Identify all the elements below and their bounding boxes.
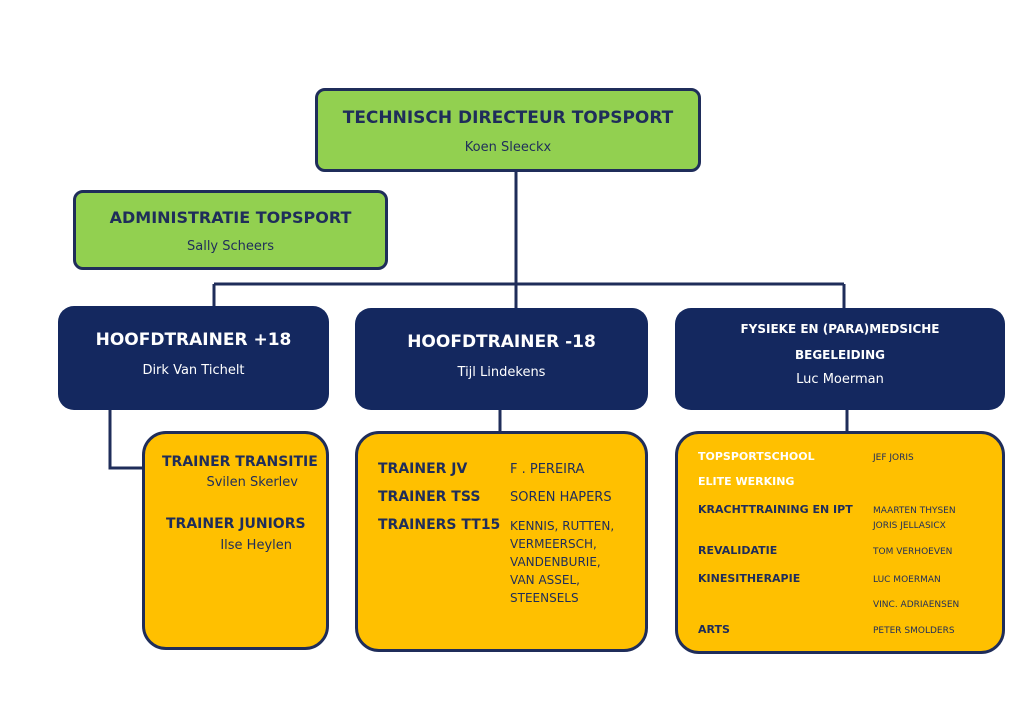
hoofdtrainer-min18-title: HOOFDTRAINER -18 xyxy=(407,332,596,352)
team-min18-names-3b: VERMEERSCH, xyxy=(510,537,597,551)
team-min18-role-2: TRAINER TSS xyxy=(378,489,481,505)
support-name-3b: JORIS JELLASICX xyxy=(873,521,946,531)
team-min18-name-1: F . PEREIRA xyxy=(510,462,585,477)
team-min18-box: TRAINER JV F . PEREIRA TRAINER TSS SOREN… xyxy=(355,431,648,652)
technisch-directeur-name: Koen Sleeckx xyxy=(464,140,552,155)
team-min18-role-1: TRAINER JV xyxy=(378,461,468,477)
team-min18-names-3c: VANDENBURIE, xyxy=(510,555,601,569)
support-role-1: TOPSPORTSCHOOL xyxy=(698,450,815,463)
support-name-5b: VINC. ADRIAENSEN xyxy=(873,600,960,610)
team-plus18-role-1: TRAINER TRANSITIE xyxy=(162,454,318,470)
hoofdtrainer-min18-name: Tijl Lindekens xyxy=(457,365,546,380)
support-role-2: ELITE WERKING xyxy=(698,475,795,488)
support-name-4: TOM VERHOEVEN xyxy=(873,547,953,557)
administratie-title: ADMINISTRATIE TOPSPORT xyxy=(109,208,352,227)
team-support-box: TOPSPORTSCHOOL JEF JORIS ELITE WERKING K… xyxy=(675,431,1005,654)
technisch-directeur-box: TECHNISCH DIRECTEUR TOPSPORT Koen Sleeck… xyxy=(315,88,701,172)
begeleiding-title-line1: FYSIEKE EN (PARA)MEDSICHE xyxy=(740,322,940,336)
hoofdtrainer-plus18-box: HOOFDTRAINER +18 Dirk Van Tichelt xyxy=(58,306,329,410)
support-role-4: REVALIDATIE xyxy=(698,544,778,557)
begeleiding-title-line2: BEGELEIDING xyxy=(794,348,886,362)
hoofdtrainer-plus18-title: HOOFDTRAINER +18 xyxy=(95,330,292,350)
support-name-1: JEF JORIS xyxy=(873,453,914,463)
support-name-5a: LUC MOERMAN xyxy=(873,575,941,585)
support-name-6: PETER SMOLDERS xyxy=(873,626,955,636)
support-role-5: KINESITHERAPIE xyxy=(698,572,801,585)
team-min18-names-3d: VAN ASSEL, xyxy=(510,573,580,587)
administratie-box: ADMINISTRATIE TOPSPORT Sally Scheers xyxy=(73,190,388,270)
team-plus18-box: TRAINER TRANSITIE Svilen Skerlev TRAINER… xyxy=(142,431,329,650)
team-plus18-name-2: Ilse Heylen xyxy=(220,538,292,553)
support-name-3a: MAARTEN THYSEN xyxy=(873,506,956,516)
hoofdtrainer-min18-box: HOOFDTRAINER -18 Tijl Lindekens xyxy=(355,308,648,410)
support-role-6: ARTS xyxy=(698,623,730,636)
team-min18-role-3: TRAINERS TT15 xyxy=(378,517,501,533)
begeleiding-box: FYSIEKE EN (PARA)MEDSICHE BEGELEIDING Lu… xyxy=(675,308,1005,410)
hoofdtrainer-plus18-name: Dirk Van Tichelt xyxy=(142,363,245,378)
technisch-directeur-title: TECHNISCH DIRECTEUR TOPSPORT xyxy=(342,108,674,128)
support-role-3: KRACHTTRAINING EN IPT xyxy=(698,503,853,516)
begeleiding-name: Luc Moerman xyxy=(796,372,884,387)
connector-plus18-team xyxy=(108,409,145,470)
team-min18-name-2: SOREN HAPERS xyxy=(510,490,612,505)
team-plus18-role-2: TRAINER JUNIORS xyxy=(166,516,306,532)
team-min18-names-3a: KENNIS, RUTTEN, xyxy=(510,519,615,533)
team-min18-names-3e: STEENSELS xyxy=(510,591,579,605)
administratie-name: Sally Scheers xyxy=(186,239,275,254)
team-plus18-name-1: Svilen Skerlev xyxy=(206,475,298,490)
